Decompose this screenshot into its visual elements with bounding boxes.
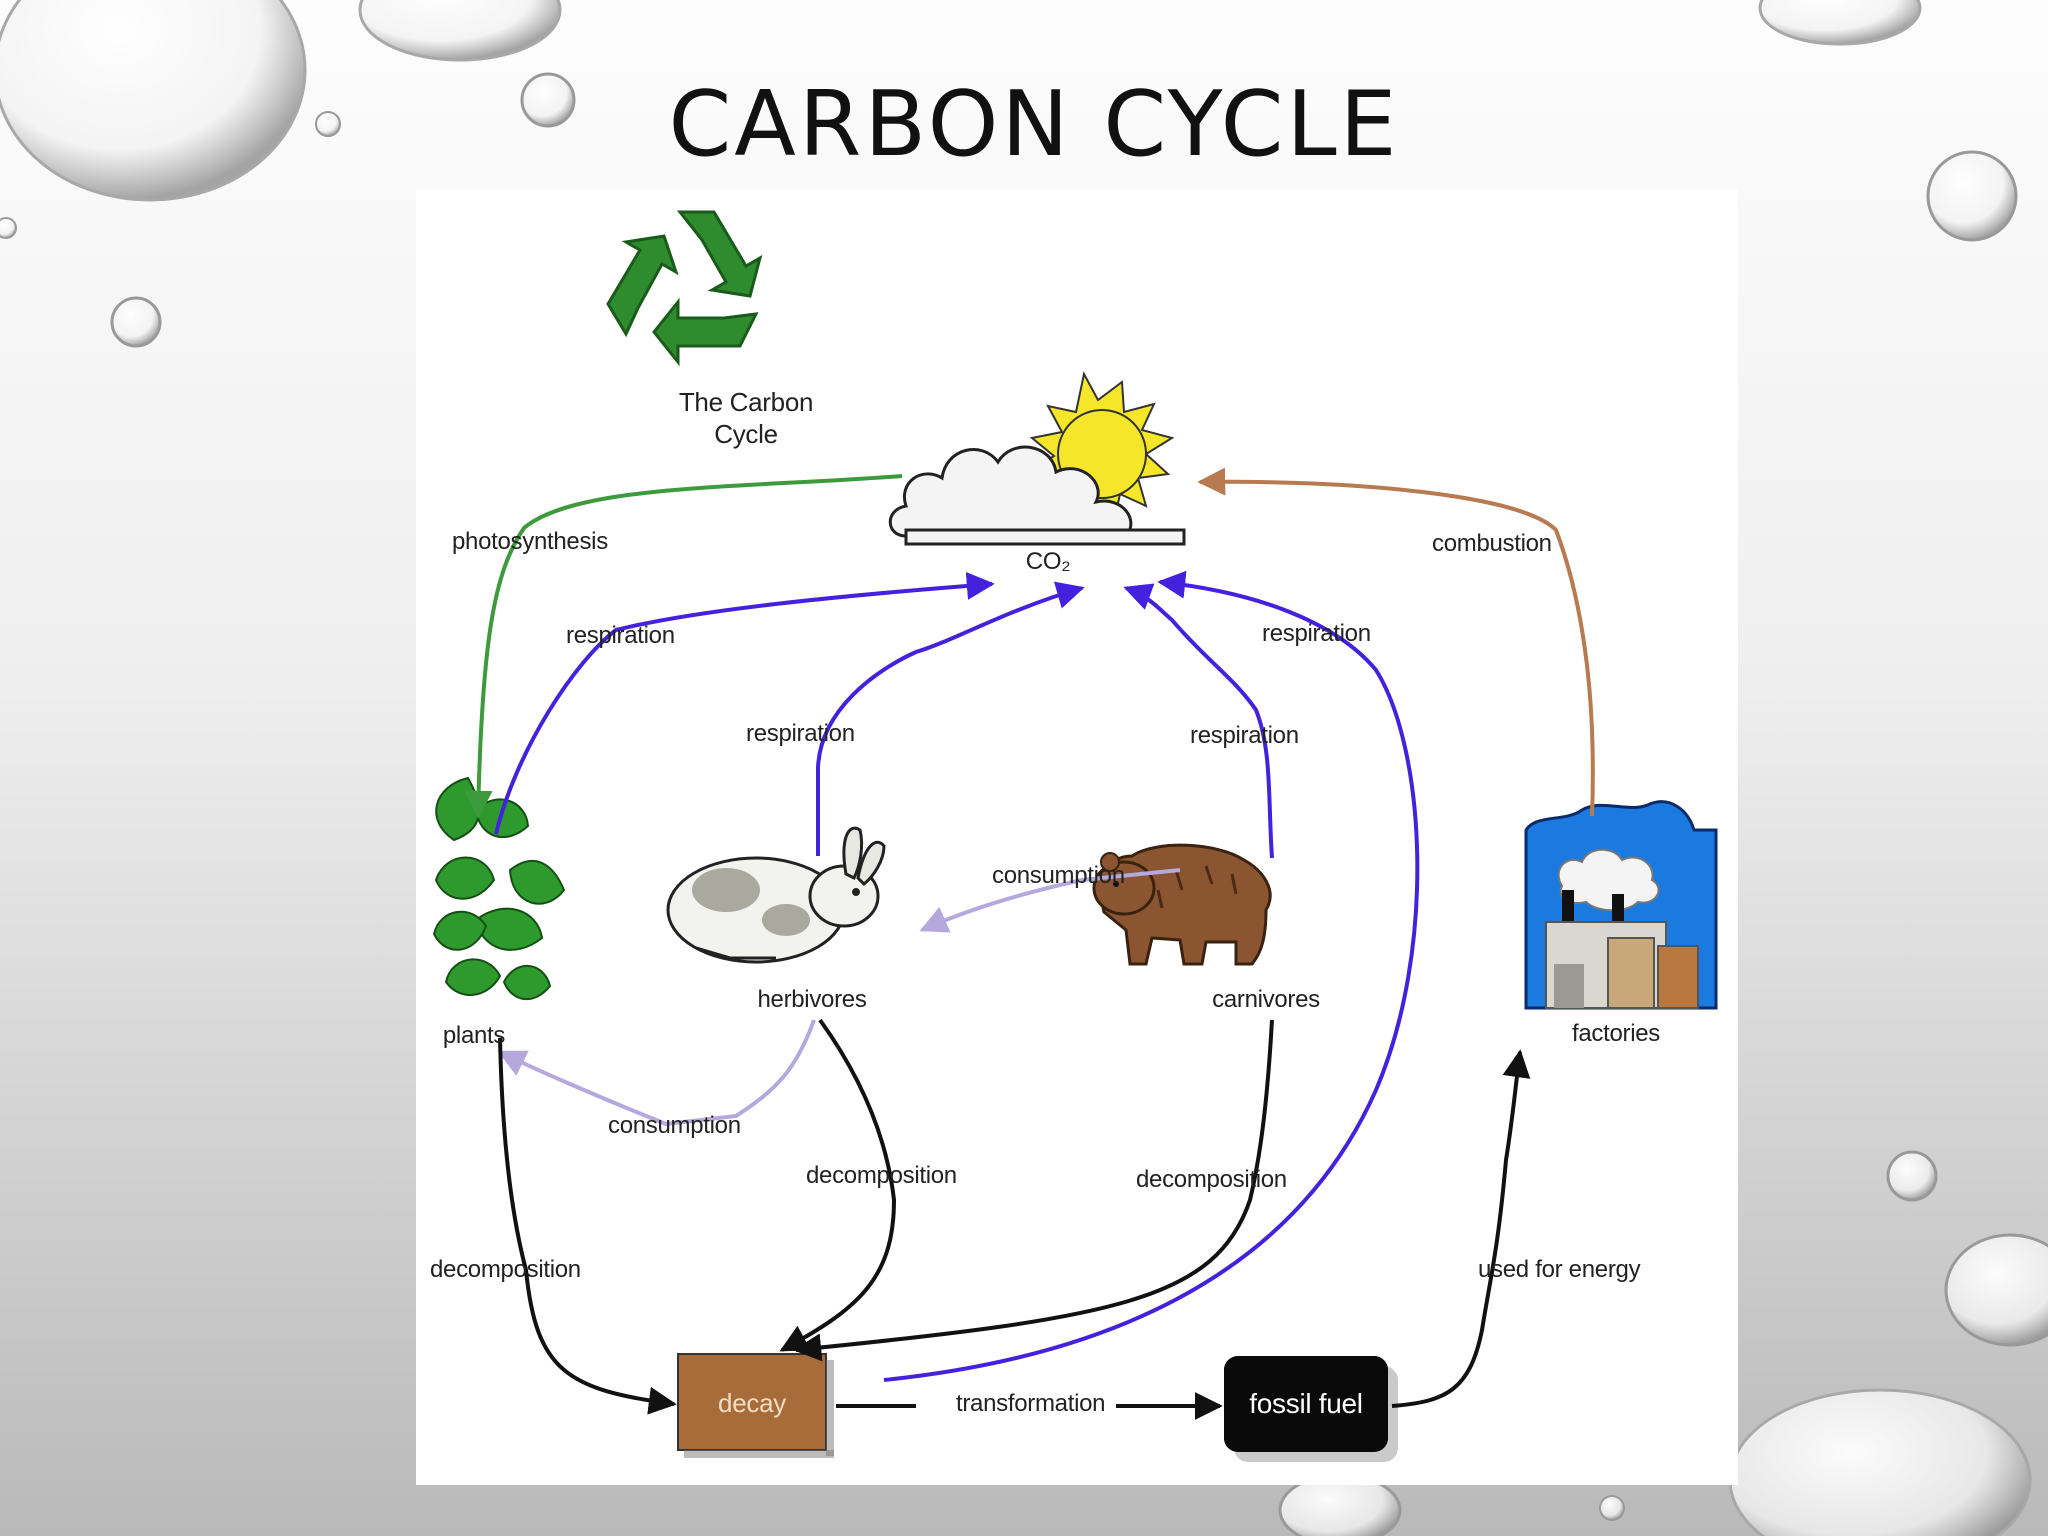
water-drop bbox=[0, 217, 17, 239]
respiration-arrow-plants bbox=[494, 571, 995, 835]
water-drop bbox=[1944, 1233, 2048, 1347]
water-drop bbox=[1728, 1388, 2032, 1536]
logo-caption-line2: Cycle bbox=[714, 419, 778, 449]
carbon-cycle-diagram: The Carbon Cycle CO₂ plants herbivores c… bbox=[416, 190, 1738, 1485]
water-drop bbox=[1599, 1495, 1625, 1521]
slide-title: CARBON CYCLE bbox=[668, 72, 1400, 177]
consumption-label-bottom: consumption bbox=[608, 1112, 741, 1139]
decomposition-arrow-plants bbox=[498, 1037, 677, 1415]
consumption-label-top: consumption bbox=[992, 862, 1125, 889]
combustion-arrow bbox=[1197, 467, 1595, 817]
decomposition-arrow-herbivores bbox=[779, 1018, 897, 1352]
fossil-fuel-label: fossil fuel bbox=[1249, 1388, 1363, 1419]
water-drop bbox=[520, 72, 576, 128]
water-drop bbox=[1926, 150, 2018, 242]
factories-label: factories bbox=[1571, 1020, 1661, 1047]
consumption-arrow-top bbox=[919, 868, 1181, 933]
decomposition-label-carnivores: decomposition bbox=[1136, 1166, 1287, 1193]
rabbit-icon bbox=[666, 826, 886, 964]
consumption-arrow-bottom bbox=[497, 1019, 816, 1127]
respiration-label-plants: respiration bbox=[566, 622, 675, 649]
decay-label: decay bbox=[718, 1388, 786, 1418]
photosynthesis-label: photosynthesis bbox=[452, 528, 608, 555]
logo-caption: The Carbon Cycle bbox=[678, 386, 814, 450]
water-drop bbox=[315, 111, 341, 137]
diagram-canvas bbox=[416, 190, 1738, 1485]
respiration-arrow-herbivores bbox=[816, 581, 1085, 856]
carnivores-label: carnivores bbox=[1212, 986, 1320, 1013]
factory-icon bbox=[1524, 800, 1718, 1010]
decomposition-arrow-carnivores bbox=[793, 1019, 1274, 1362]
decomposition-label-herbivores: decomposition bbox=[806, 1162, 957, 1189]
respiration-arrow-decay bbox=[883, 570, 1420, 1382]
leaves-icon bbox=[432, 776, 566, 1001]
decomposition-label-plants: decomposition bbox=[430, 1256, 581, 1283]
transformation-label: transformation bbox=[956, 1390, 1106, 1417]
decay-box bbox=[677, 1353, 827, 1451]
logo-caption-line1: The Carbon bbox=[678, 387, 814, 417]
photosynthesis-arrow bbox=[464, 474, 903, 819]
respiration-label-herbivores: respiration bbox=[746, 720, 855, 747]
water-drop bbox=[1758, 0, 1922, 46]
used-for-energy-label: used for energy bbox=[1478, 1256, 1641, 1283]
used-for-energy-arrow bbox=[1391, 1049, 1531, 1408]
respiration-label-carnivores: respiration bbox=[1190, 722, 1299, 749]
recycle-icon bbox=[606, 210, 763, 367]
combustion-label: combustion bbox=[1432, 530, 1552, 557]
water-drop bbox=[358, 0, 562, 62]
plants-label: plants bbox=[442, 1022, 506, 1049]
water-drop bbox=[110, 296, 162, 348]
water-drop bbox=[1886, 1150, 1938, 1202]
water-drop bbox=[0, 0, 307, 202]
co2-label: CO₂ bbox=[1025, 548, 1071, 575]
cloud-sun-icon bbox=[888, 371, 1186, 546]
respiration-arrow-carnivores bbox=[1123, 583, 1274, 859]
herbivores-label: herbivores bbox=[757, 986, 867, 1013]
respiration-label-decay: respiration bbox=[1262, 620, 1371, 647]
